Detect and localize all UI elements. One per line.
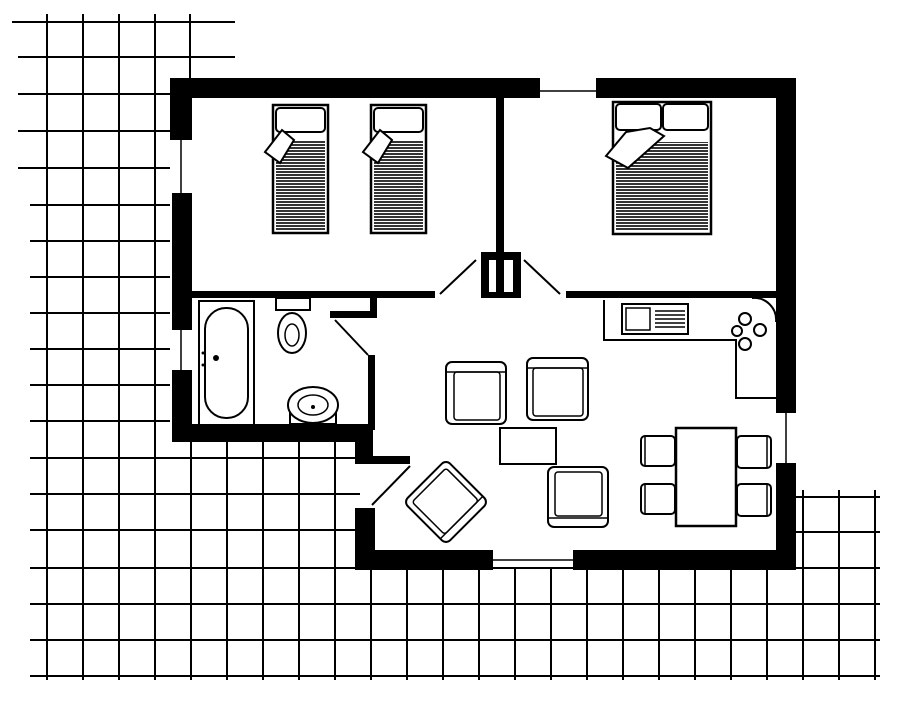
stove-icon bbox=[731, 312, 767, 351]
windows bbox=[180, 90, 787, 561]
single-bed-right bbox=[361, 103, 428, 235]
bathtub-icon bbox=[198, 300, 255, 426]
table-icon bbox=[674, 426, 738, 528]
interior-walls bbox=[190, 95, 778, 430]
single-bed-left bbox=[263, 103, 330, 235]
toilet-icon bbox=[275, 297, 311, 354]
paving-grid bbox=[12, 14, 880, 680]
coffee-table bbox=[499, 427, 557, 465]
armchair-icon bbox=[547, 466, 609, 528]
armchair-icon bbox=[405, 461, 487, 543]
kitchen-sink-icon bbox=[621, 303, 689, 335]
door-swings bbox=[334, 259, 561, 506]
double-bed bbox=[604, 100, 713, 236]
chair-icon bbox=[640, 483, 676, 515]
sink-icon bbox=[287, 386, 339, 425]
armchair-icon bbox=[445, 361, 507, 425]
exterior-walls bbox=[170, 78, 796, 570]
armchair-icon bbox=[526, 357, 589, 421]
chair-icon bbox=[736, 435, 772, 469]
kitchen-counter bbox=[603, 296, 778, 399]
chair-icon bbox=[640, 435, 676, 467]
chair-icon bbox=[736, 483, 772, 517]
